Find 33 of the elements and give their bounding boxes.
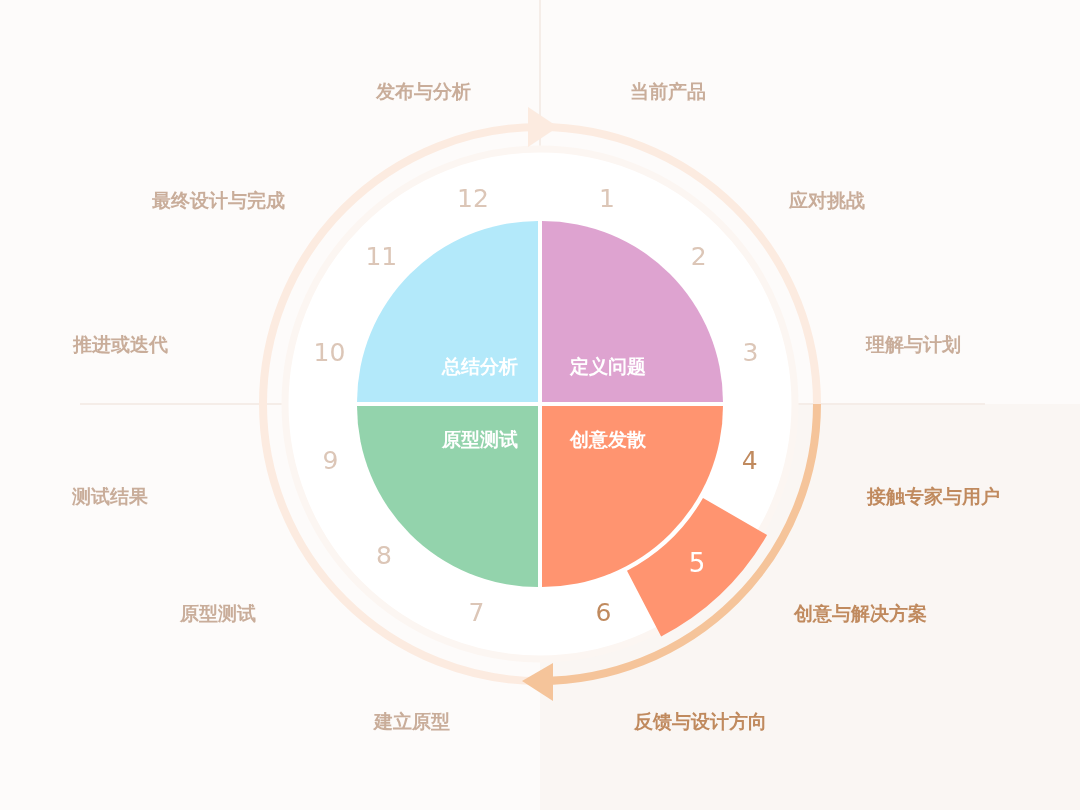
ring-segment	[626, 498, 767, 637]
step-label: 理解与计划	[865, 332, 961, 357]
step-label: 应对挑战	[789, 188, 865, 213]
step-label: 建立原型	[374, 709, 450, 734]
step-number: 10	[313, 337, 346, 366]
sector-label: 总结分析	[442, 354, 518, 379]
step-label: 原型测试	[180, 601, 256, 626]
step-number: 4	[741, 445, 758, 475]
step-label: 当前产品	[630, 79, 706, 104]
step-number: 8	[375, 540, 392, 570]
step-number: 9	[322, 445, 339, 475]
step-number: 5	[688, 548, 706, 578]
step-label: 接触专家与用户	[866, 484, 1000, 509]
step-number: 3	[742, 337, 759, 366]
sector-label: 定义问题	[570, 354, 646, 379]
step-number: 2	[690, 241, 707, 271]
step-label: 发布与分析	[375, 79, 471, 104]
quadrant-sector	[357, 221, 538, 402]
step-number: 11	[365, 241, 398, 271]
step-number: 12	[457, 183, 489, 213]
quadrant-sector	[542, 221, 723, 402]
quadrant-sector	[542, 406, 723, 587]
step-number: 1	[599, 183, 615, 213]
step-number: 7	[468, 597, 485, 626]
step-number: 6	[595, 597, 612, 626]
step-label: 推进或迭代	[72, 332, 168, 357]
quadrant-sector	[357, 406, 538, 587]
sector-label: 创意发散	[570, 427, 646, 452]
step-label: 测试结果	[72, 484, 148, 509]
step-label: 反馈与设计方向	[633, 709, 767, 734]
sector-label: 原型测试	[442, 427, 518, 452]
step-label: 创意与解决方案	[793, 601, 927, 626]
step-label: 最终设计与完成	[151, 188, 285, 213]
